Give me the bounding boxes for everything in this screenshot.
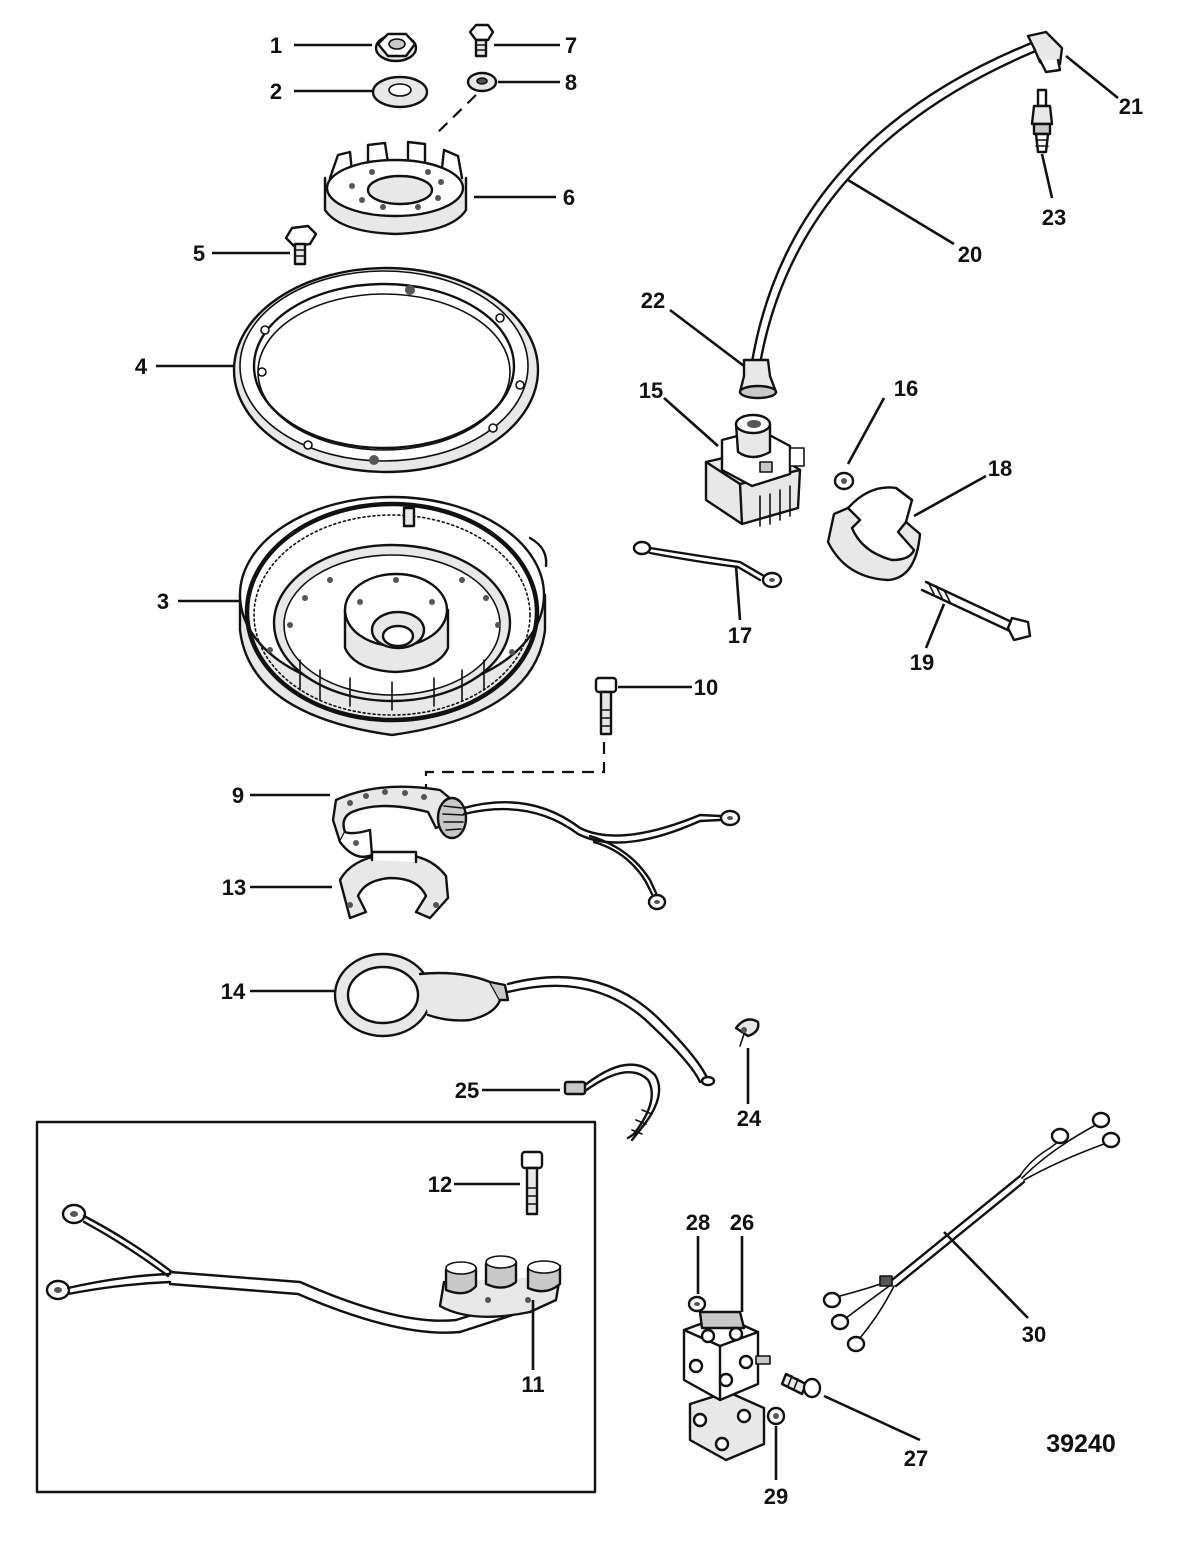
callout-25: 25 xyxy=(455,1078,479,1103)
assembly-line-8-to-6 xyxy=(435,94,477,135)
callout-19: 19 xyxy=(910,650,934,675)
callout-3: 3 xyxy=(157,589,169,614)
part-29-nut xyxy=(766,1406,786,1426)
callout-9: 9 xyxy=(232,783,244,808)
part-27-screw xyxy=(780,1372,822,1399)
callout-14: 14 xyxy=(221,979,246,1004)
callout-8: 8 xyxy=(565,70,577,95)
callout-18: 18 xyxy=(988,456,1012,481)
part-7-screw xyxy=(468,23,495,58)
callout-2: 2 xyxy=(270,79,282,104)
assembly-line-10-to-9 xyxy=(424,742,606,798)
callout-10: 10 xyxy=(694,675,718,700)
part-1-nut xyxy=(374,32,418,63)
part-4-ring-plate xyxy=(232,266,540,474)
callout-16: 16 xyxy=(894,376,918,401)
callout-1: 1 xyxy=(270,33,282,58)
callout-29: 29 xyxy=(764,1484,788,1509)
inset-frame xyxy=(35,1120,597,1494)
part-19-long-screw xyxy=(920,580,1032,642)
part-22-coil-boot xyxy=(738,358,778,400)
part-10-screw xyxy=(594,676,618,736)
part-5-screw xyxy=(284,224,318,266)
callout-26: 26 xyxy=(730,1210,754,1235)
callout-30: 30 xyxy=(1022,1322,1046,1347)
figure-reference-number: 39240 xyxy=(1046,1430,1116,1458)
callout-21: 21 xyxy=(1119,94,1143,119)
part-23-spark-plug xyxy=(1030,88,1054,154)
callout-13: 13 xyxy=(222,875,246,900)
part-11-trigger-assembly xyxy=(45,1203,562,1334)
callout-15: 15 xyxy=(639,378,663,403)
part-28-nut xyxy=(687,1295,707,1313)
part-13-bracket xyxy=(338,850,450,920)
callout-5: 5 xyxy=(193,241,205,266)
part-6-hub-cup xyxy=(323,140,468,236)
part-21-spark-plug-boot xyxy=(1026,30,1064,74)
part-14-stator xyxy=(333,952,716,1087)
part-15-ignition-coil xyxy=(704,413,805,527)
part-30-wire-harness xyxy=(822,1111,1121,1353)
callout-labels: 1 2 3 4 5 6 7 8 9 10 11 12 13 14 15 16 1… xyxy=(135,33,1143,1509)
part-8-washer xyxy=(466,71,498,93)
part-18-coil-cover xyxy=(826,486,922,582)
callout-7: 7 xyxy=(565,33,577,58)
part-24-clip xyxy=(734,1018,760,1047)
part-26-switch-box xyxy=(682,1310,771,1462)
callout-12: 12 xyxy=(428,1172,452,1197)
part-20-ht-lead xyxy=(750,40,1040,366)
part-3-flywheel xyxy=(238,495,548,737)
part-16-nut xyxy=(833,471,855,491)
callout-24: 24 xyxy=(737,1106,762,1131)
callout-22: 22 xyxy=(641,288,665,313)
leader-lines xyxy=(156,43,1119,1480)
callout-4: 4 xyxy=(135,354,148,379)
callout-23: 23 xyxy=(1042,205,1066,230)
part-2-washer xyxy=(371,75,429,109)
callout-20: 20 xyxy=(958,242,982,267)
part-9-trigger xyxy=(331,785,741,911)
part-12-screw xyxy=(520,1150,544,1216)
callout-17: 17 xyxy=(728,623,752,648)
callout-6: 6 xyxy=(563,185,575,210)
callout-11: 11 xyxy=(521,1372,544,1397)
part-25-tie-strap xyxy=(563,1063,661,1142)
callout-28: 28 xyxy=(686,1210,710,1235)
part-17-ground-wire xyxy=(632,540,783,589)
callout-27: 27 xyxy=(904,1446,928,1471)
